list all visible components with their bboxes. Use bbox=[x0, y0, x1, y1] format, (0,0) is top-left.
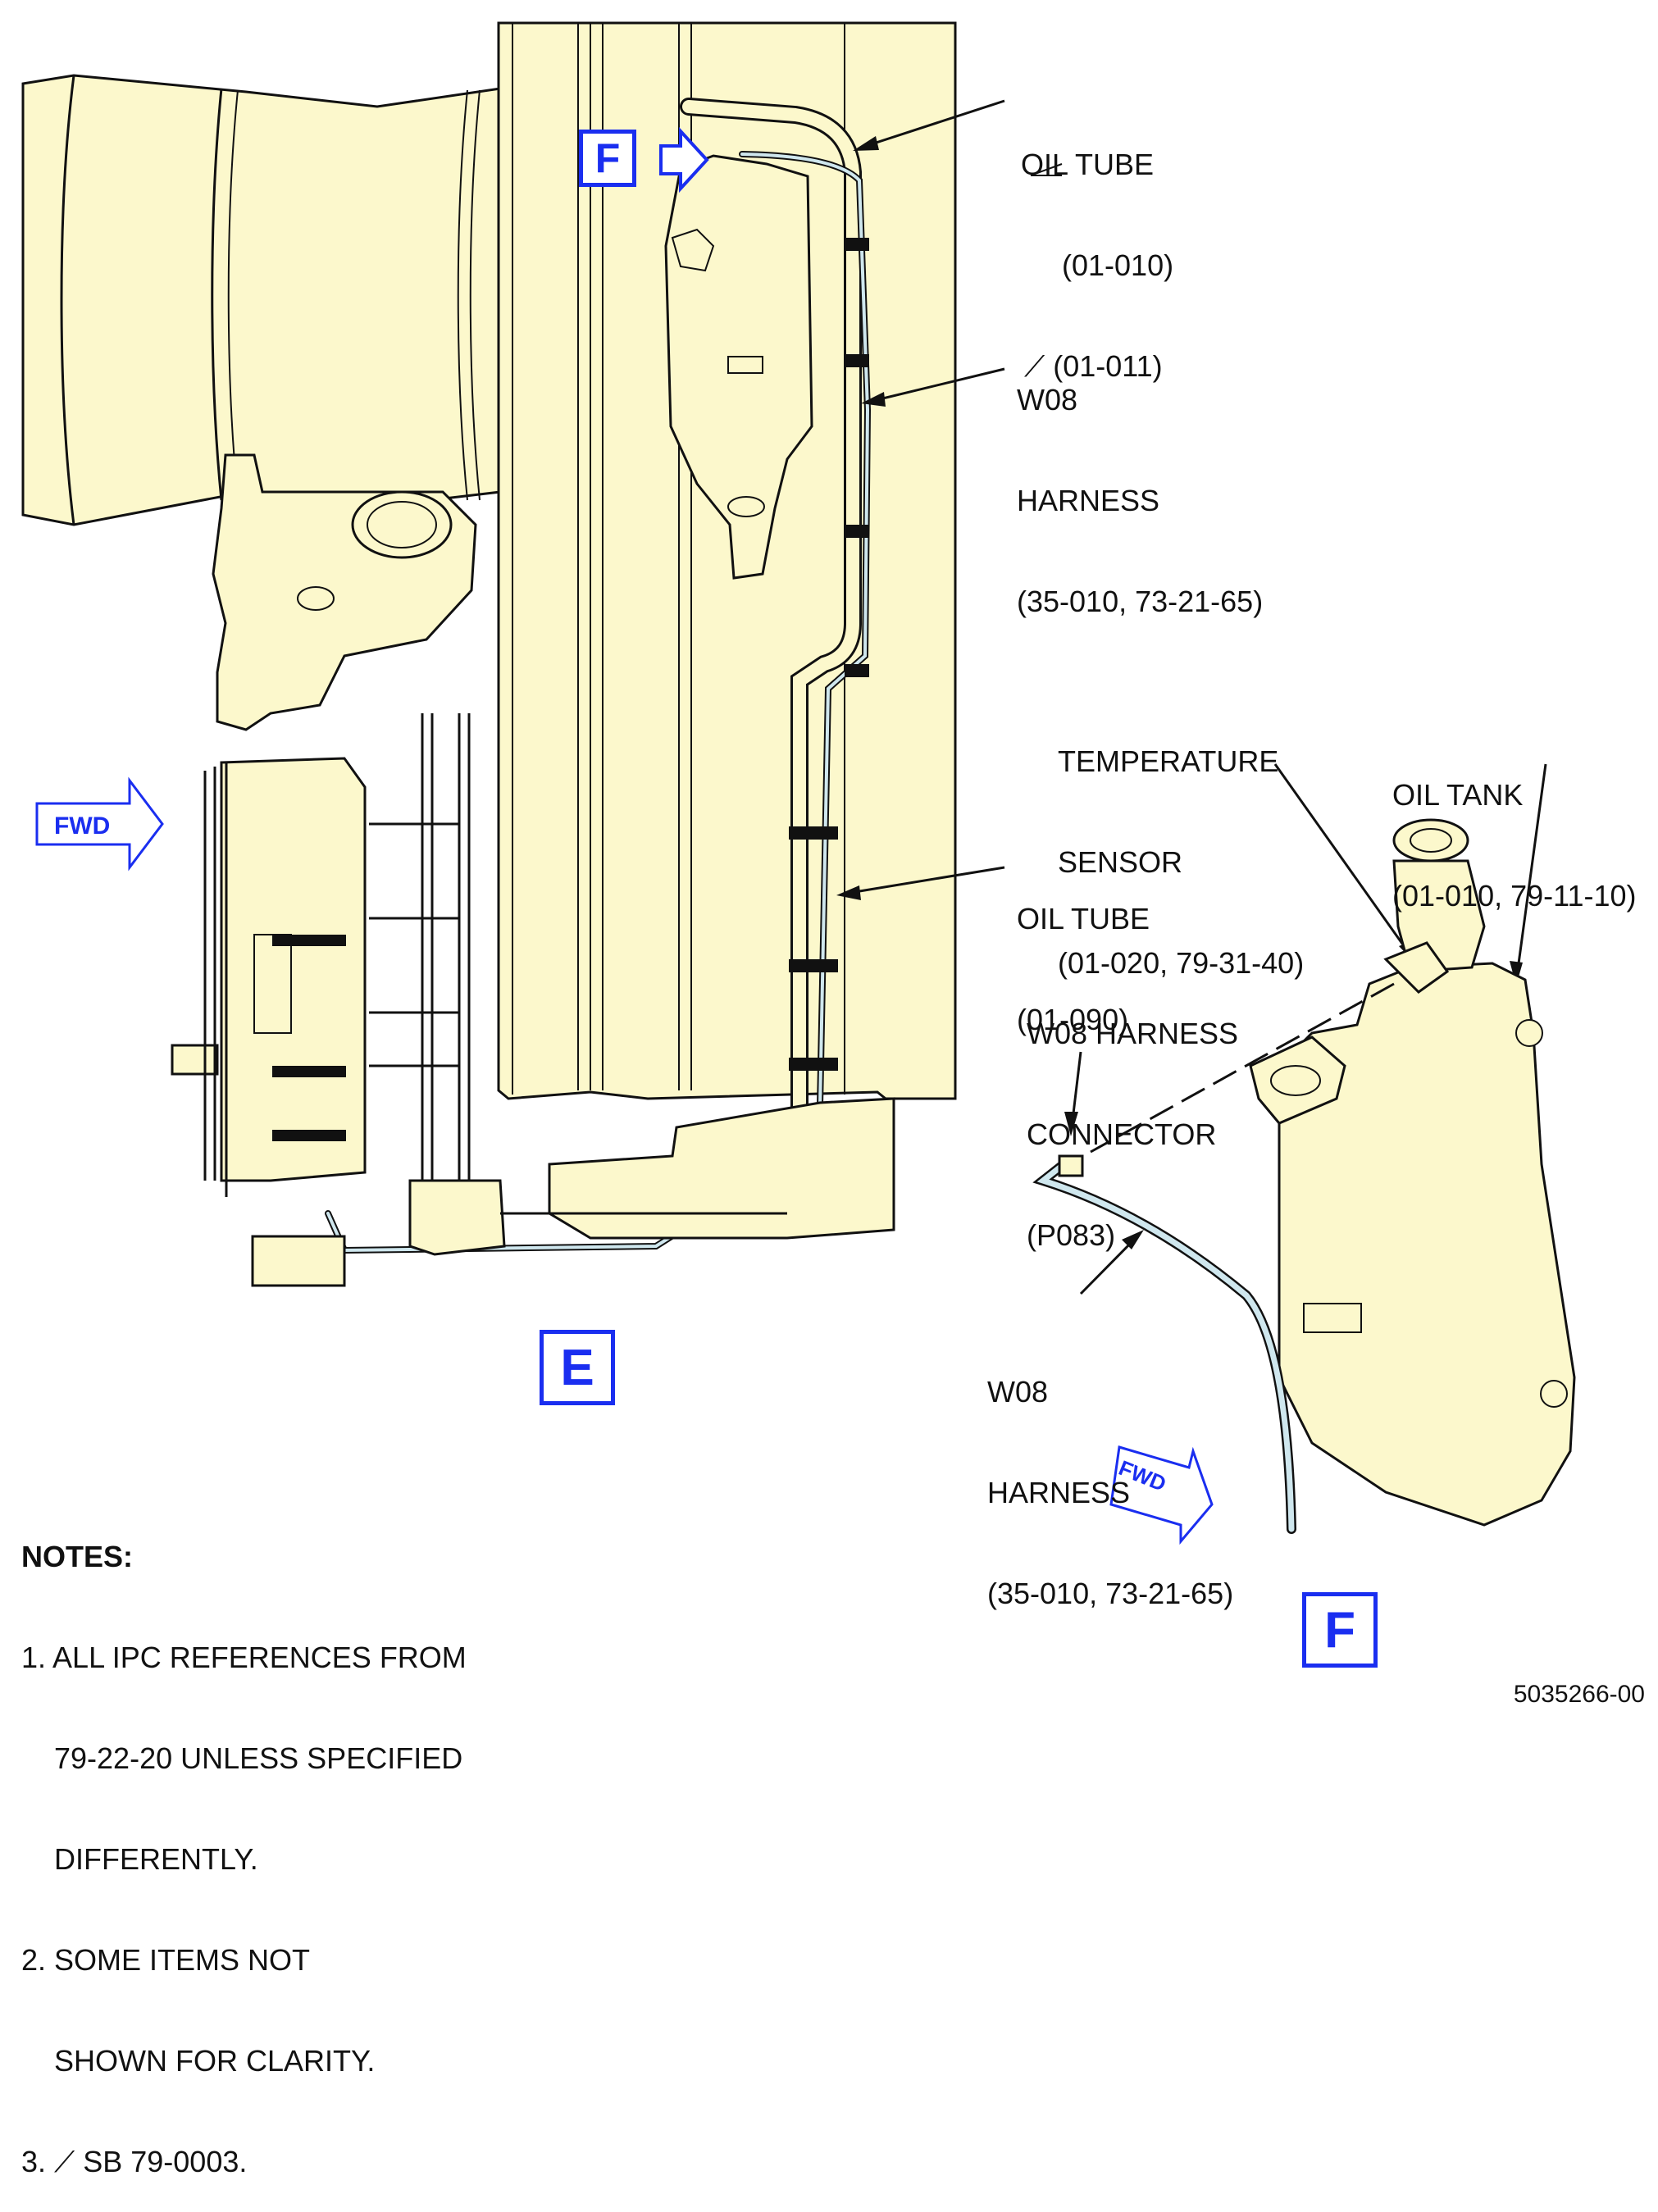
note-1-line-b: 79-22-20 UNLESS SPECIFIED bbox=[21, 1741, 463, 1775]
oil-tank-ref: (01-010, 79-11-10) bbox=[1392, 879, 1637, 913]
w08-connector-ref: (P083) bbox=[1027, 1218, 1116, 1252]
view-f-label-box: F bbox=[1302, 1592, 1378, 1668]
w08-connector-line1: W08 HARNESS bbox=[1027, 1017, 1239, 1050]
oil-tube-mid-ref: (01-090) bbox=[1017, 1003, 1129, 1036]
view-e-letter: E bbox=[560, 1339, 594, 1396]
document-number: 5035266-00 bbox=[1513, 1681, 1645, 1708]
oil-tank-view-e bbox=[664, 154, 813, 580]
oil-tank-callout: OIL TANK (01-010, 79-11-10) bbox=[1392, 711, 1637, 946]
w08-harness-top-line1: W08 bbox=[1017, 383, 1078, 416]
fwd-arrow-right bbox=[1109, 1445, 1214, 1545]
engine-fan-case bbox=[21, 74, 502, 526]
notes-heading: NOTES: bbox=[21, 1540, 134, 1573]
notes-block: NOTES: 1. ALL IPC REFERENCES FROM 79-22-… bbox=[21, 1472, 467, 2212]
small-marks bbox=[1030, 163, 1063, 176]
note-1-line-c: DIFFERENTLY. bbox=[21, 1842, 258, 1876]
oil-tube-mid-name: OIL TUBE bbox=[1017, 902, 1150, 935]
oil-tube-routing bbox=[680, 98, 862, 1157]
w08-harness-top-callout: W08 HARNESS (35-010, 73-21-65) bbox=[1017, 316, 1263, 652]
electronic-control-unit bbox=[171, 757, 367, 1287]
w08-harness-bottom-line2: HARNESS bbox=[987, 1476, 1131, 1509]
note-3: 3. ⟋ SB 79-0003. bbox=[21, 2145, 248, 2178]
oil-tube-mid-callout: OIL TUBE (01-090) bbox=[1017, 835, 1150, 1070]
temperature-sensor-ref: (01-020, 79-31-40) bbox=[1058, 946, 1305, 980]
connector-dash-line bbox=[1090, 982, 1395, 1154]
oil-tube-top-name: OIL TUBE bbox=[1021, 148, 1155, 181]
view-f-reference-letter: F bbox=[594, 135, 621, 181]
oil-tube-top-ref2: ⟋ (01-011) bbox=[1021, 349, 1173, 383]
engine-core-case bbox=[497, 21, 957, 1100]
view-f-letter: F bbox=[1324, 1601, 1355, 1659]
gearbox-assembly bbox=[212, 453, 477, 731]
leader-lines bbox=[844, 99, 1547, 1295]
w08-connector-callout: W08 HARNESS CONNECTOR (P083) bbox=[1027, 949, 1238, 1286]
tube-clamps bbox=[789, 238, 869, 1071]
fuel-lines bbox=[203, 713, 471, 1197]
fwd-arrow-left bbox=[35, 776, 164, 872]
note-1-line-a: 1. ALL IPC REFERENCES FROM bbox=[21, 1641, 467, 1674]
temperature-sensor-line1: TEMPERATURE bbox=[1058, 744, 1279, 778]
w08-harness-bottom-line1: W08 bbox=[987, 1375, 1049, 1409]
view-e-label-box: E bbox=[540, 1330, 615, 1405]
oil-tank-view-f bbox=[1249, 818, 1576, 1527]
oil-tank-name: OIL TANK bbox=[1392, 778, 1524, 812]
temperature-sensor-line2: SENSOR bbox=[1058, 845, 1183, 879]
oil-tube-top-ref2-text: (01-011) bbox=[1053, 349, 1163, 383]
temperature-sensor-callout: TEMPERATURE SENSOR (01-020, 79-31-40) bbox=[1058, 677, 1304, 1013]
w08-harness-top-ref: (35-010, 73-21-65) bbox=[1017, 585, 1264, 618]
fwd-label-left: FWD bbox=[54, 812, 110, 840]
w08-harness-view-f bbox=[1032, 1154, 1296, 1534]
w08-harness-top-line2: HARNESS bbox=[1017, 484, 1160, 517]
note-2-line-a: 2. SOME ITEMS NOT bbox=[21, 1943, 311, 1977]
view-f-reference-box: F bbox=[579, 130, 636, 187]
view-f-pointer-arrow bbox=[659, 126, 709, 193]
oil-tube-top-ref1: (01-010) bbox=[1062, 248, 1174, 282]
w08-harness-bottom-callout: W08 HARNESS (35-010, 73-21-65) bbox=[987, 1308, 1233, 1644]
w08-connector-line2: CONNECTOR bbox=[1027, 1117, 1217, 1151]
note-2-line-b: SHOWN FOR CLARITY. bbox=[21, 2044, 376, 2078]
oil-tube-top-callout: OIL TUBE (01-010) ⟋ (01-011) bbox=[1021, 80, 1173, 416]
engine-diagram: FWD FWD bbox=[21, 21, 1576, 1545]
bottom-bracket-assembly bbox=[408, 1097, 895, 1256]
sb-symbol-icon: ⟋ bbox=[1024, 349, 1054, 383]
w08-harness-bottom-ref: (35-010, 73-21-65) bbox=[987, 1577, 1234, 1610]
